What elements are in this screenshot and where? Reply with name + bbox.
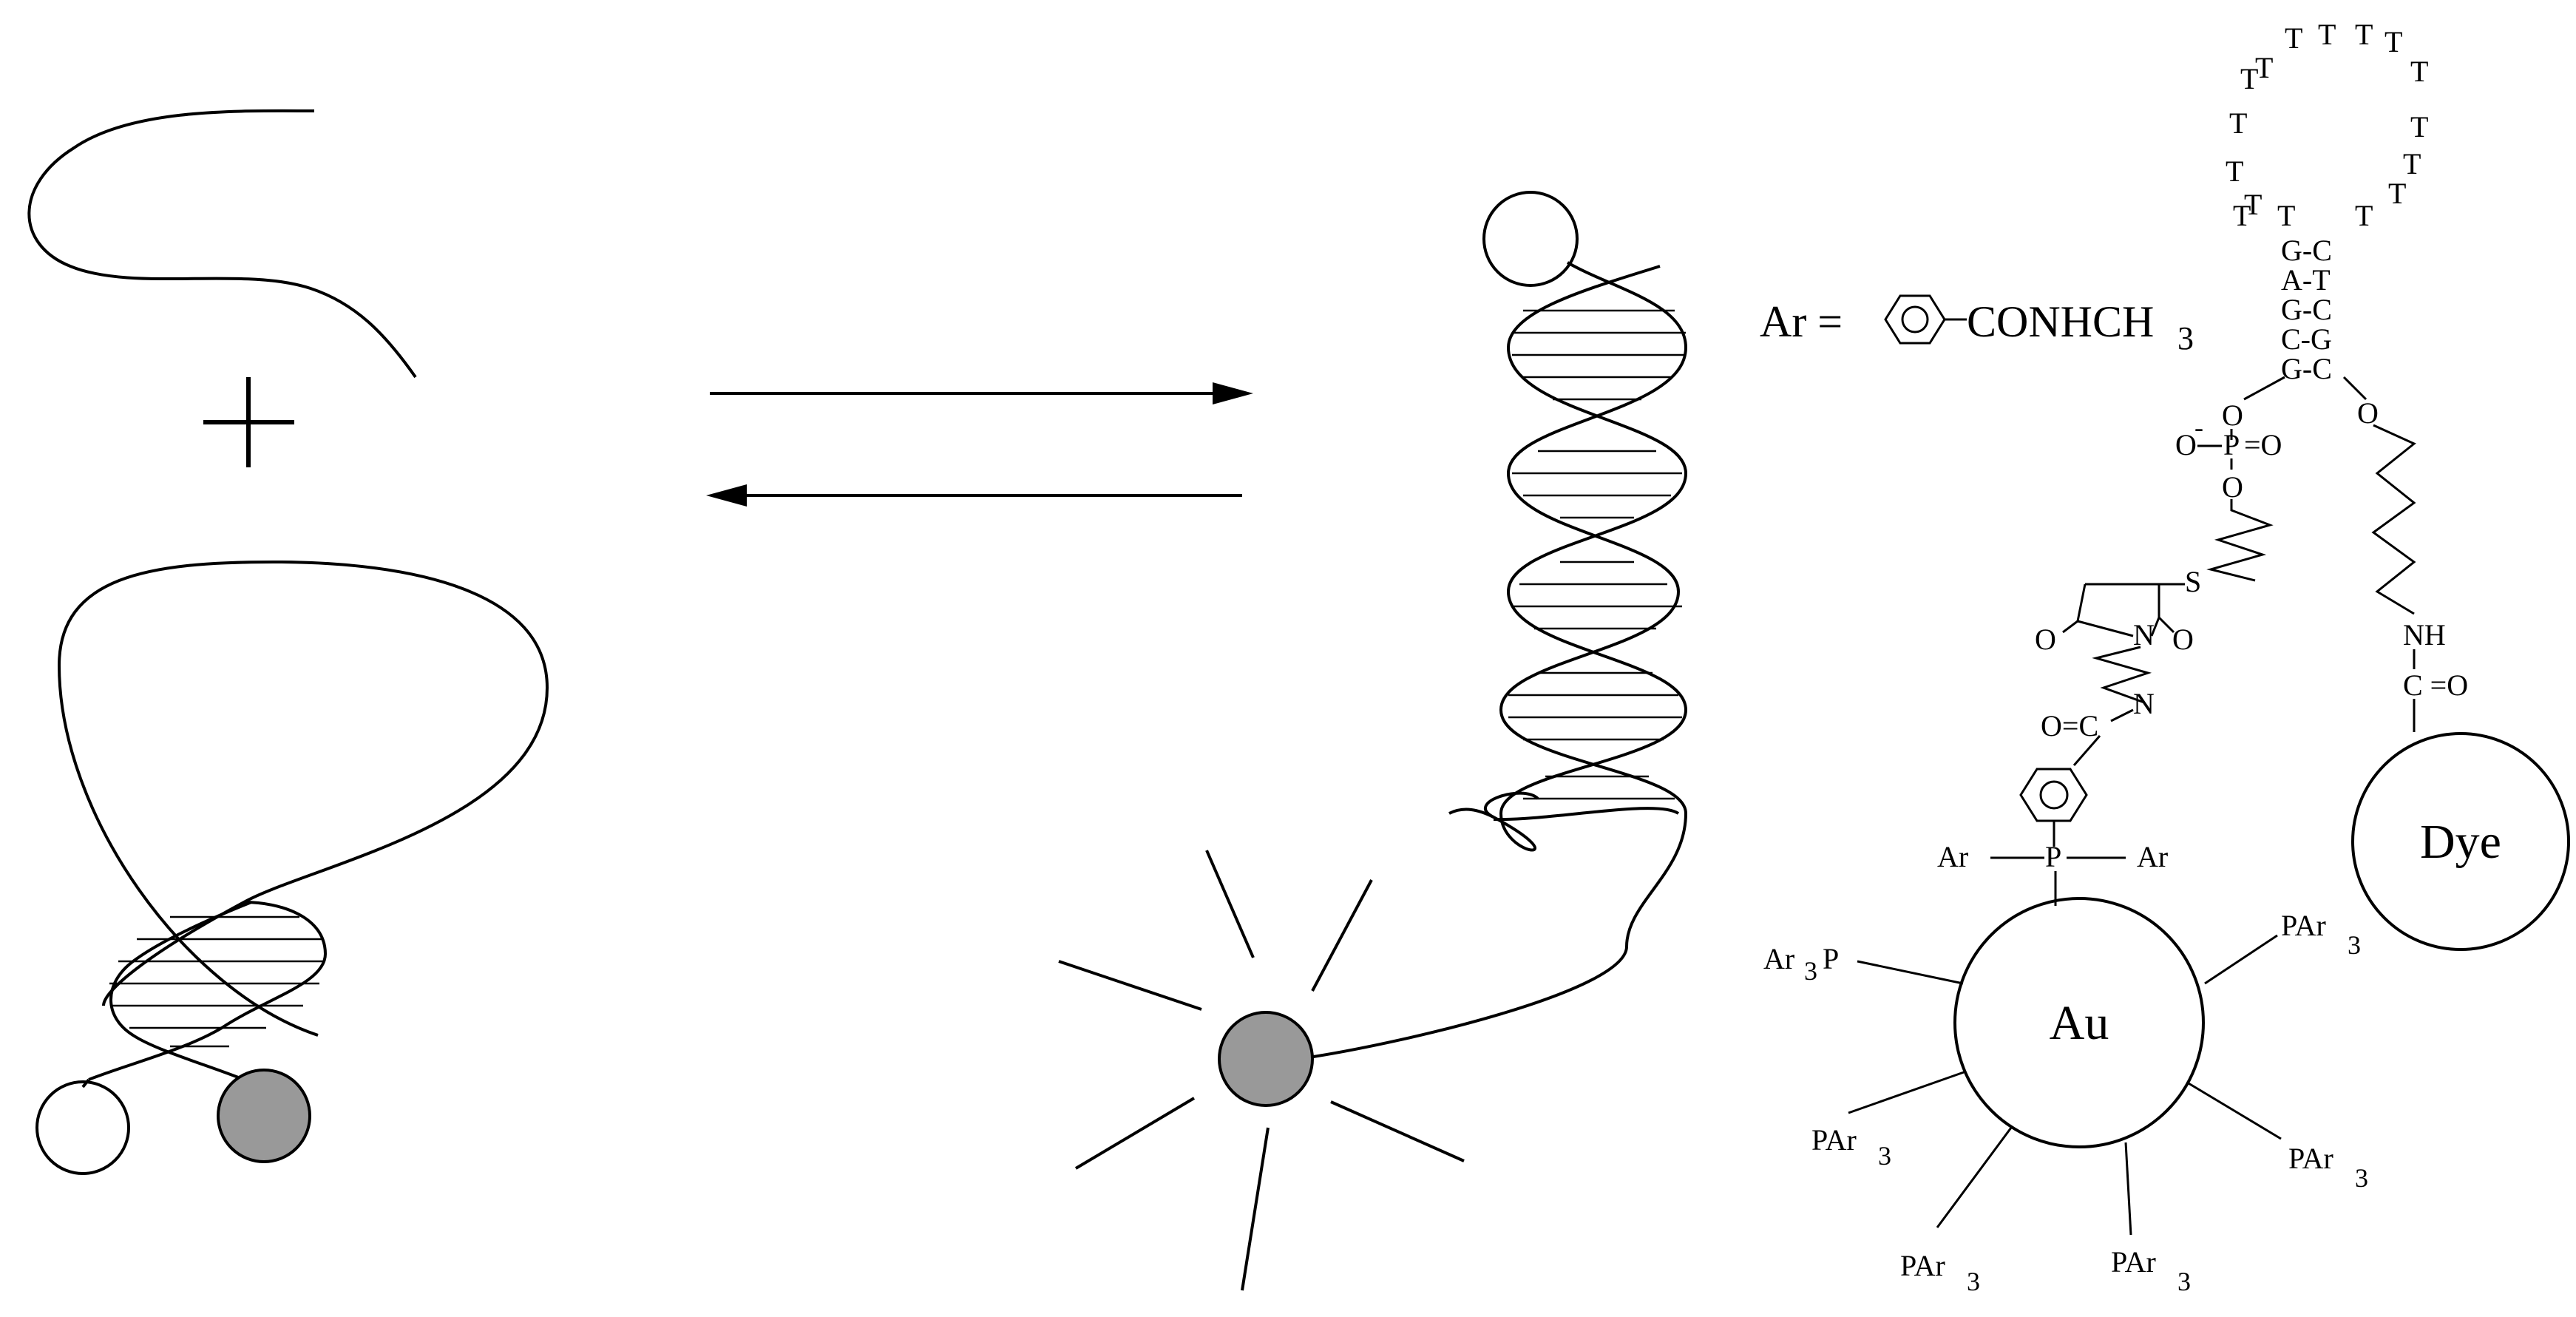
par3-mid-right: PAr (2288, 1142, 2333, 1175)
o-ring-left: O (2035, 623, 2056, 656)
n-ring: N (2133, 618, 2155, 651)
phosphate-eq-o: =O (2244, 428, 2282, 461)
dye-circle-unquenched-open (35, 1080, 130, 1175)
duplex-strand-a (1308, 261, 1688, 1059)
par3-top-right: PAr (2281, 909, 2326, 942)
sulfur-label: S (2185, 565, 2201, 598)
loop-letter-t: T (2277, 199, 2295, 232)
stem-base-pair: G-C (2281, 352, 2332, 385)
open-dye-circle (1482, 191, 1579, 287)
loop-letter-t: T (2355, 199, 2373, 232)
loop-letter-t: T (2285, 21, 2302, 55)
loop-letter-t: T (2403, 147, 2421, 180)
phosphorus-label: P (2223, 428, 2240, 461)
ar-definition-sub: 3 (2177, 320, 2194, 356)
stem-base-pair: A-T (2281, 263, 2331, 297)
glowing-dye-circle (1218, 1011, 1314, 1107)
target-strand (27, 109, 417, 379)
dye-circle (2351, 732, 2570, 951)
loop-letter-t: T (2385, 25, 2402, 58)
loop-letter-t: T (2318, 18, 2336, 51)
stem-base-pair: G-C (2281, 234, 2332, 267)
stem-base-pair: C-G (2281, 322, 2332, 356)
par3-bottom-right-sub: 3 (2177, 1267, 2191, 1296)
ar-definition-prefix: Ar = (1760, 297, 1843, 346)
p-center-label: P (2045, 840, 2061, 873)
o-right-label: O (2357, 396, 2379, 430)
loop-letter-t: T (2410, 110, 2428, 143)
duplex-rungs (1508, 309, 1686, 800)
loop-letter-t: T (2240, 62, 2258, 95)
loop-letter-t: T (2226, 155, 2243, 188)
stem-pairs: G-CA-TG-CC-GG-C (2281, 234, 2332, 385)
ar3p-main: Ar (1763, 942, 1794, 975)
ar3p-p: P (1823, 942, 1839, 975)
o-phosphate-bottom: O (2222, 470, 2243, 504)
loop-letter-t: T (2388, 177, 2406, 210)
ar3p-sub: 3 (1804, 956, 1817, 986)
gold-nanoparticle (1953, 897, 2205, 1148)
par3-bottom-right: PAr (2111, 1245, 2156, 1279)
o-ring-right: O (2172, 623, 2194, 656)
glow-rays (1058, 850, 1465, 1291)
benzene-ring-icon (1884, 294, 1946, 345)
o-phosphate-minus: O (2175, 428, 2197, 461)
loop-letter-t: T (2355, 18, 2373, 51)
loop-letter-t: T (2229, 106, 2247, 140)
ar-right-label: Ar (2137, 840, 2168, 873)
minus-sign: - (2194, 413, 2203, 442)
c-eq-o-label: C =O (2403, 668, 2468, 702)
hairpin-stem-rungs (109, 915, 325, 1048)
gold-label: Au (2050, 996, 2109, 1050)
reverse-arrow (706, 484, 1242, 507)
aryl-ring-icon (2019, 768, 2088, 822)
ar-left-label: Ar (1937, 840, 1968, 873)
plus-sign (203, 377, 294, 467)
ar-definition-group: CONHCH (1967, 297, 2154, 346)
par3-mid-left: PAr (1811, 1123, 1857, 1157)
hairpin-loop-strand (57, 560, 549, 1037)
loop-letter-t: T (2410, 55, 2428, 88)
o-eq-c-label: O=C (2041, 709, 2098, 742)
stem-base-pair: G-C (2281, 293, 2332, 326)
hairpin-stem-back (109, 901, 252, 1081)
nh-label: NH (2403, 618, 2446, 651)
loop-letter-t: T (2255, 51, 2273, 84)
duplex-strand-b (1484, 265, 1688, 852)
par3-bottom-left: PAr (1900, 1249, 1945, 1282)
par3-top-right-sub: 3 (2348, 930, 2361, 960)
quencher-circle-filled (217, 1069, 311, 1163)
dye-label: Dye (2420, 815, 2501, 869)
hairpin-stem-front (88, 901, 328, 1081)
o-phosphate-top: O (2222, 399, 2243, 432)
par3-mid-right-sub: 3 (2355, 1163, 2368, 1193)
n-linker-label: N (2133, 687, 2155, 720)
par3-bottom-left-sub: 3 (1967, 1267, 1980, 1296)
succinimide-ring (2062, 583, 2175, 637)
loop-letter-t: T (2233, 199, 2251, 232)
loop-letter-t: T (2244, 188, 2262, 221)
forward-arrow (710, 382, 1253, 404)
par3-mid-left-sub: 3 (1878, 1141, 1891, 1171)
